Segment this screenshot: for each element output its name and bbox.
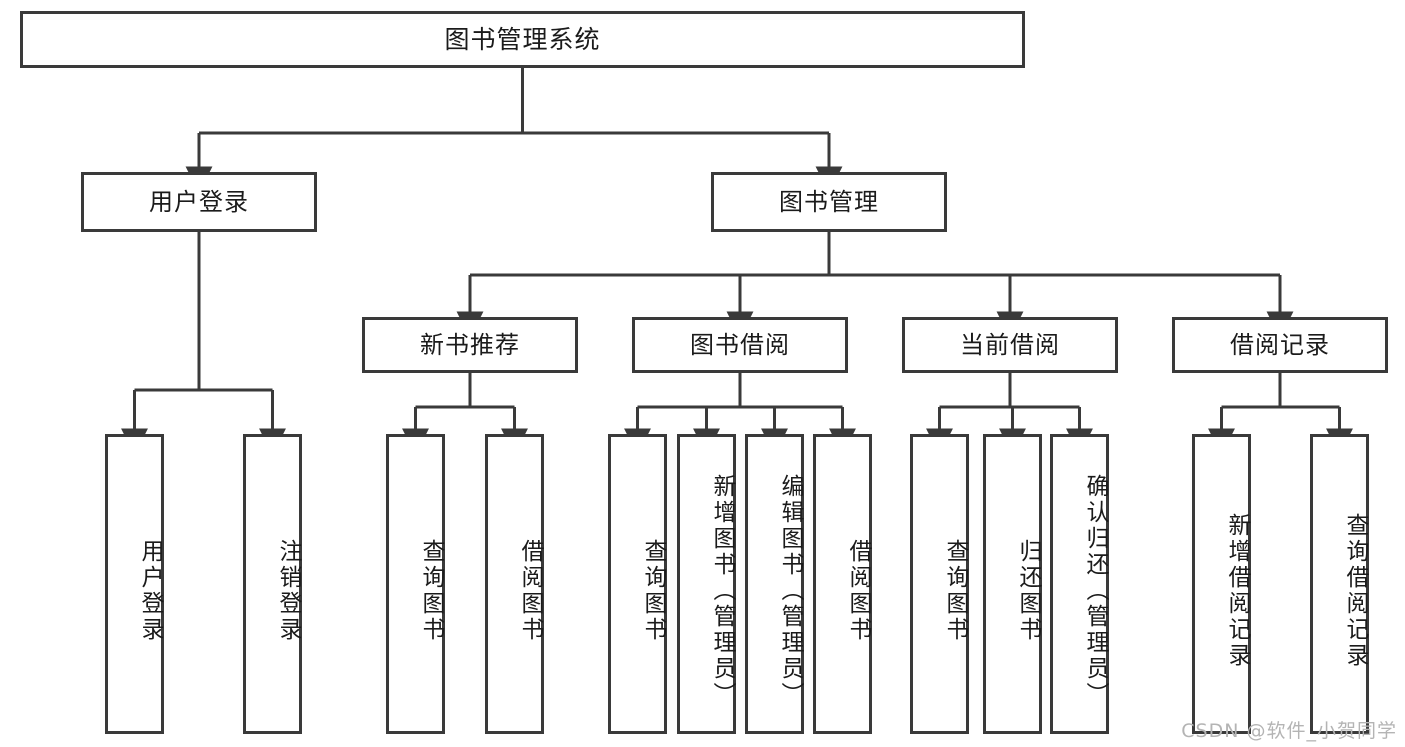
node-label: 查询图书 [418,539,444,643]
edges-group [121,68,1353,456]
csdn-watermark: CSDN @软件_小贺同学 [1181,720,1397,742]
node-label: 新增图书（管理员） [709,474,735,708]
node-leaf-rec-1[interactable]: 新增借阅记录 [1192,434,1251,734]
node-label: 确认归还（管理员） [1082,474,1108,708]
node-current[interactable]: 当前借阅 [902,317,1118,373]
node-label: 借阅图书 [517,539,543,643]
node-label: 编辑图书（管理员） [777,474,803,708]
node-label: 用户登录 [149,187,249,216]
node-label: 新增借阅记录 [1224,513,1250,669]
node-label: 借阅记录 [1230,330,1330,359]
node-label: 当前借阅 [960,330,1060,359]
node-leaf-new-1[interactable]: 查询图书 [386,434,445,734]
node-label: 用户登录 [137,539,163,643]
node-leaf-borrow-3[interactable]: 编辑图书（管理员） [745,434,804,734]
node-leaf-borrow-2[interactable]: 新增图书（管理员） [677,434,736,734]
node-leaf-cur-2[interactable]: 归还图书 [983,434,1042,734]
node-root[interactable]: 图书管理系统 [20,11,1025,68]
node-leaf-borrow-1[interactable]: 查询图书 [608,434,667,734]
node-label: 图书管理 [779,187,879,216]
node-borrow[interactable]: 图书借阅 [632,317,848,373]
node-leaf-borrow-4[interactable]: 借阅图书 [813,434,872,734]
node-bookmgmt[interactable]: 图书管理 [711,172,947,232]
node-leaf-cur-1[interactable]: 查询图书 [910,434,969,734]
node-leaf-cur-3[interactable]: 确认归还（管理员） [1050,434,1109,734]
node-label: 查询图书 [942,539,968,643]
node-label: 新书推荐 [420,330,520,359]
node-leaf-rec-2[interactable]: 查询借阅记录 [1310,434,1369,734]
node-login[interactable]: 用户登录 [81,172,317,232]
node-label: 查询图书 [640,539,666,643]
node-label: 注销登录 [275,539,301,643]
node-leaf-new-2[interactable]: 借阅图书 [485,434,544,734]
node-label: 查询借阅记录 [1342,513,1368,669]
node-leaf-login-2[interactable]: 注销登录 [243,434,302,734]
node-label: 借阅图书 [845,539,871,643]
node-label: 归还图书 [1015,539,1041,643]
node-label: 图书管理系统 [444,24,601,54]
node-newbook[interactable]: 新书推荐 [362,317,578,373]
node-label: 图书借阅 [690,330,790,359]
node-leaf-login-1[interactable]: 用户登录 [105,434,164,734]
node-records[interactable]: 借阅记录 [1172,317,1388,373]
